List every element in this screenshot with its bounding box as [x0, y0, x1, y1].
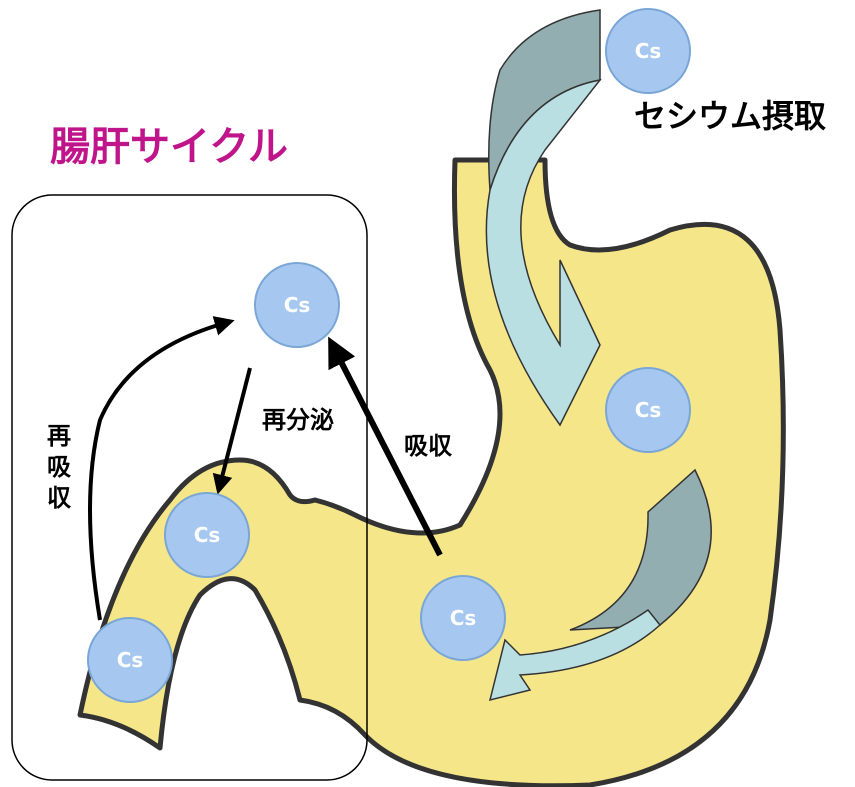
cs-circle-stomach: Cs — [605, 367, 691, 453]
cs-circle-stomach-lower: Cs — [420, 575, 506, 661]
cs-circle-intestine: Cs — [87, 617, 173, 703]
cs-label-intestine: Cs — [117, 648, 144, 672]
reabsorption-arrow — [88, 316, 235, 621]
cs-circle-liver: Cs — [254, 262, 340, 348]
intake-label: セシウム摂取 — [634, 97, 826, 135]
stomach-arrow-light — [488, 608, 662, 702]
cs-label-stomach: Cs — [635, 398, 662, 422]
absorption-label: 吸収 — [404, 432, 453, 460]
reabsorption-label-3: 収 — [47, 484, 72, 512]
cs-circle-duodenum: Cs — [164, 492, 250, 578]
cs-label-stomach-lower: Cs — [450, 606, 477, 630]
intake-arrow-light — [485, 78, 602, 427]
stomach-arrow-dark — [569, 468, 712, 631]
organ-outline — [77, 157, 786, 787]
resecretion-arrow — [212, 367, 252, 495]
cs-label-duodenum: Cs — [194, 523, 221, 547]
cycle-box — [11, 194, 368, 781]
resecretion-label: 再分泌 — [262, 406, 334, 434]
cs-circle-intake: Cs — [605, 8, 691, 94]
absorption-arrow — [328, 336, 443, 557]
title: 腸肝サイクル — [50, 124, 288, 170]
cs-label-liver: Cs — [284, 293, 311, 317]
reabsorption-label-2: 吸 — [47, 453, 71, 481]
cs-label-intake: Cs — [635, 39, 662, 63]
reabsorption-label-1: 再 — [47, 422, 71, 450]
